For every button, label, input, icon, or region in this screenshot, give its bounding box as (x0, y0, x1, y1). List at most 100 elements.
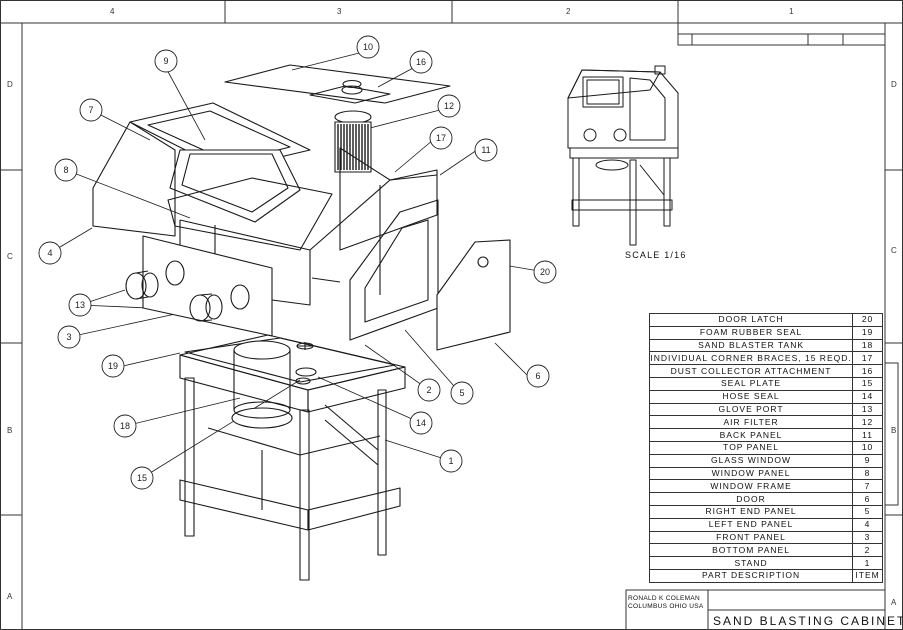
part-description: BACK PANEL (648, 428, 854, 442)
part-description: FOAM RUBBER SEAL (648, 325, 854, 340)
part-item-number: 2 (852, 543, 883, 558)
balloon-19: 19 (108, 361, 118, 371)
window-panel (167, 177, 333, 251)
balloon-2: 2 (426, 385, 431, 395)
part-item-number: 9 (852, 453, 883, 468)
zone-col-3: 3 (337, 7, 342, 16)
part-description: LEFT END PANEL (648, 517, 854, 532)
door (436, 239, 511, 351)
glass-window (169, 149, 301, 223)
drawing-title: SAND BLASTING CABINET (713, 614, 903, 628)
balloon-8: 8 (63, 165, 68, 175)
part-item-number: ITEM (852, 568, 883, 583)
zone-row-c: C (7, 252, 13, 261)
part-item-number: 10 (852, 440, 883, 455)
zone-row-d: D (7, 80, 13, 89)
left-end-panel (92, 121, 176, 237)
balloon-16: 16 (416, 57, 426, 67)
balloon-12: 12 (444, 101, 454, 111)
part-description: SAND BLASTER TANK (648, 338, 854, 353)
zone-row-a-right: A (891, 598, 897, 607)
part-item-number: 13 (852, 402, 883, 417)
balloon-5: 5 (459, 388, 464, 398)
designer-block: RONALD K COLEMAN COLUMBUS OHIO USA (628, 595, 704, 611)
parts-list-row: INDIVIDUAL CORNER BRACES, 15 REQD.17 (648, 351, 883, 366)
assembled-view (567, 65, 679, 246)
balloon-18: 18 (120, 421, 130, 431)
part-description: DOOR (648, 492, 854, 506)
sand-blaster-tank (231, 340, 293, 429)
balloon-20: 20 (540, 267, 550, 277)
zone-col-4: 4 (110, 7, 115, 16)
balloon-labels: 10 16 12 17 11 9 7 8 4 13 3 20 6 5 2 14 … (47, 42, 550, 483)
part-item-number: 11 (852, 428, 883, 442)
part-description: FRONT PANEL (648, 530, 854, 545)
designer-name: RONALD K COLEMAN (628, 595, 700, 602)
balloon-4: 4 (47, 248, 52, 258)
part-item-number: 18 (852, 338, 883, 353)
part-description: AIR FILTER (648, 415, 854, 430)
zone-col-2: 2 (566, 7, 571, 16)
part-description: PART DESCRIPTION (648, 568, 854, 583)
glove-ports (125, 270, 223, 322)
part-description: BOTTOM PANEL (648, 543, 854, 558)
part-item-number: 15 (852, 376, 883, 391)
balloon-15: 15 (137, 473, 147, 483)
zone-col-1: 1 (789, 7, 794, 16)
designer-city: COLUMBUS OHIO USA (628, 603, 704, 610)
part-item-number: 4 (852, 517, 883, 532)
part-item-number: 1 (852, 556, 883, 570)
part-item-number: 16 (852, 364, 883, 378)
balloon-3: 3 (66, 332, 71, 342)
front-panel (142, 235, 273, 337)
part-item-number: 3 (852, 530, 883, 545)
balloon-14: 14 (416, 418, 426, 428)
part-description: SEAL PLATE (648, 376, 854, 391)
part-item-number: 19 (852, 325, 883, 340)
balloon-13: 13 (75, 300, 85, 310)
exploded-view (92, 64, 511, 385)
zone-row-c-right: C (891, 246, 897, 255)
part-item-number: 20 (852, 313, 883, 327)
balloon-7: 7 (88, 105, 93, 115)
back-panel (339, 147, 438, 251)
zone-row-d-right: D (891, 80, 897, 89)
part-description: WINDOW PANEL (648, 466, 854, 481)
part-item-number: 12 (852, 415, 883, 430)
part-item-number: 8 (852, 466, 883, 481)
scale-note: SCALE 1/16 (625, 250, 687, 260)
part-description: GLASS WINDOW (648, 453, 854, 468)
part-description: INDIVIDUAL CORNER BRACES, 15 REQD. (648, 351, 854, 366)
part-description: HOSE SEAL (648, 389, 854, 404)
part-description: STAND (648, 556, 854, 570)
balloon-6: 6 (535, 371, 540, 381)
zone-row-b: B (7, 426, 13, 435)
right-end-panel (349, 199, 439, 341)
top-panel (224, 64, 451, 104)
part-item-number: 6 (852, 492, 883, 506)
part-description: RIGHT END PANEL (648, 504, 854, 519)
balloon-11: 11 (481, 145, 490, 155)
balloon-1: 1 (448, 456, 453, 466)
zone-row-b-right: B (891, 426, 897, 435)
part-description: DUST COLLECTOR ATTACHMENT (648, 364, 854, 378)
